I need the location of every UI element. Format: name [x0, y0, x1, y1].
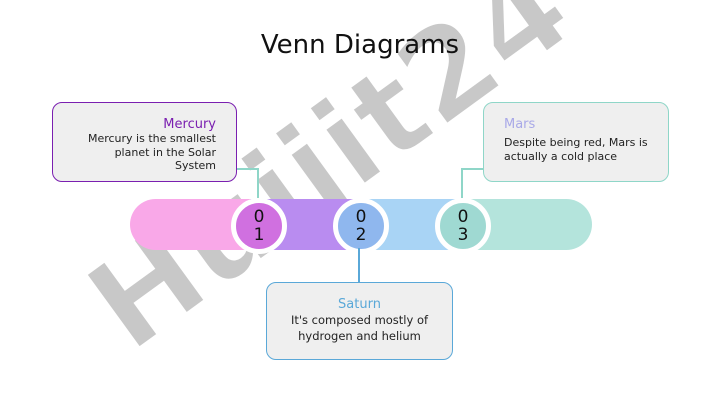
- saturn-title: Saturn: [338, 297, 381, 312]
- connector-mercury-h: [236, 168, 258, 170]
- circle-01: 01: [231, 198, 287, 254]
- circle-02-label: 02: [355, 207, 367, 245]
- circle-02: 02: [333, 198, 389, 254]
- connector-mars: [461, 168, 463, 198]
- circle-03: 03: [435, 198, 491, 254]
- mercury-title: Mercury: [163, 117, 216, 132]
- connector-mercury: [257, 168, 259, 198]
- connector-mars-h: [461, 168, 483, 170]
- saturn-card: Saturn It's composed mostly of hydrogen …: [266, 282, 453, 360]
- mars-title: Mars: [504, 117, 536, 132]
- saturn-body: It's composed mostly of hydrogen and hel…: [290, 313, 429, 343]
- connector-saturn: [358, 248, 360, 282]
- mars-card: Mars Despite being red, Mars is actually…: [483, 102, 669, 182]
- circle-03-label: 03: [457, 207, 469, 245]
- mercury-body: Mercury is the smallest planet in the So…: [87, 132, 216, 172]
- page-title: Venn Diagrams: [260, 30, 460, 60]
- circle-01-label: 01: [253, 207, 265, 245]
- mercury-card: Mercury Mercury is the smallest planet i…: [52, 102, 237, 182]
- mars-body: Despite being red, Mars is actually a co…: [504, 136, 648, 163]
